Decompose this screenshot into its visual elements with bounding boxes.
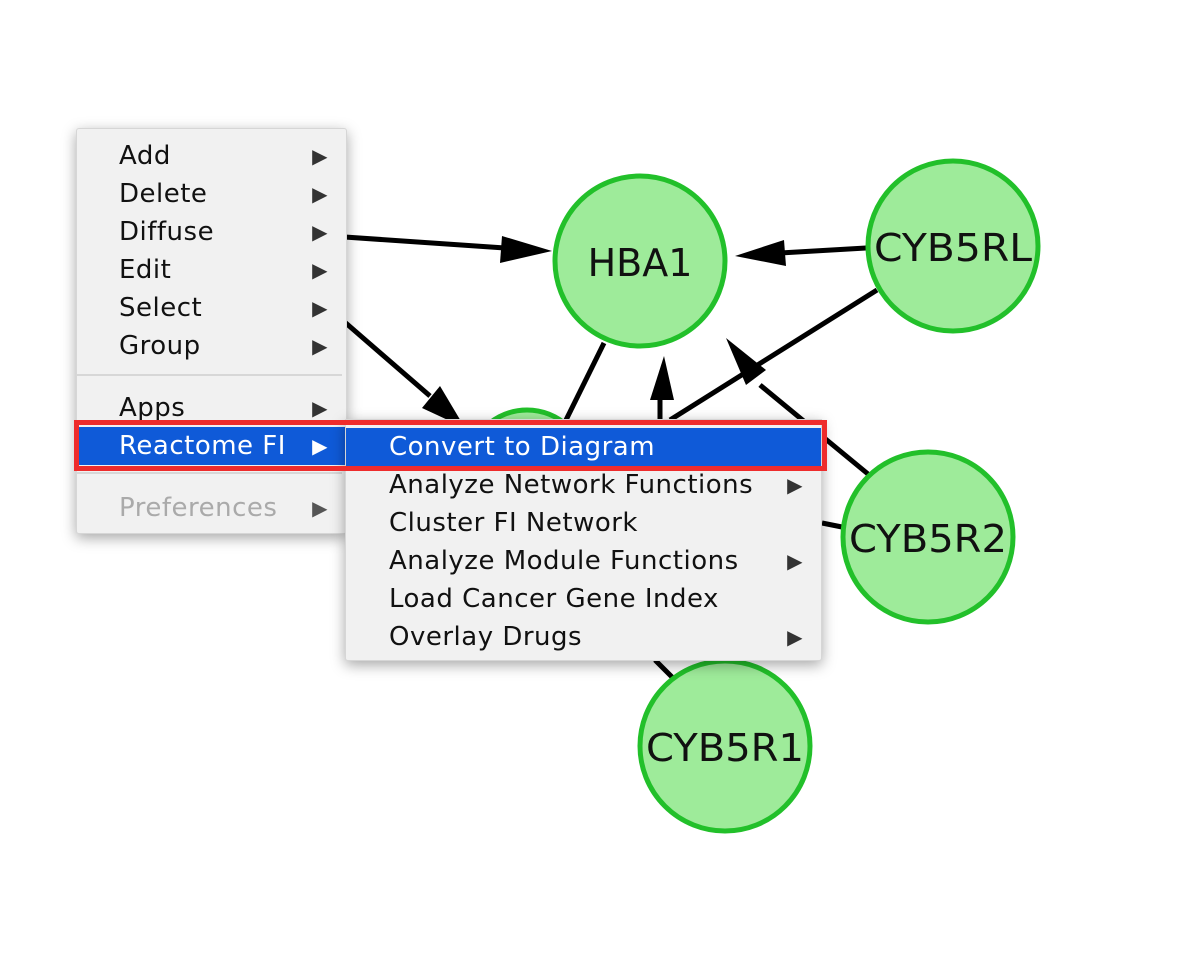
menu-item-label: Edit: [119, 255, 172, 285]
edge-arrowhead: [422, 386, 465, 428]
edge-arrowhead: [650, 356, 674, 400]
node-label: CYB5R1: [646, 726, 804, 770]
node-hba1[interactable]: HBA1: [552, 173, 728, 349]
submenu-arrow-icon: ▶: [312, 258, 328, 282]
node-cyb5r2[interactable]: CYB5R2: [840, 449, 1016, 625]
menu-item-analyze-module-functions[interactable]: Analyze Module Functions ▶: [346, 542, 821, 580]
submenu-arrow-icon: ▶: [312, 434, 328, 458]
edge-cyb5r2-center[interactable]: [821, 520, 843, 530]
menu-item-label: Group: [119, 331, 201, 361]
edge-cyb5rl-center[interactable]: [668, 287, 879, 423]
node-label: CYB5R2: [849, 517, 1007, 561]
menu-item-label: Overlay Drugs: [389, 622, 583, 652]
edge-cyb5r3-center[interactable]: [338, 316, 432, 398]
menu-item-label: Delete: [119, 179, 208, 209]
menu-separator: [77, 472, 342, 474]
submenu-arrow-icon: ▶: [312, 334, 328, 358]
submenu-arrow-icon: ▶: [787, 473, 803, 497]
submenu-arrow-icon: ▶: [787, 549, 803, 573]
menu-item-edit[interactable]: Edit ▶: [77, 251, 346, 289]
menu-item-cluster-fi-network[interactable]: Cluster FI Network: [346, 504, 821, 542]
node-label: CYB5RL: [874, 226, 1032, 270]
menu-item-label: Cluster FI Network: [389, 508, 638, 538]
menu-item-analyze-network-functions[interactable]: Analyze Network Functions ▶: [346, 466, 821, 504]
edge-arrowhead: [500, 236, 552, 263]
menu-item-select[interactable]: Select ▶: [77, 289, 346, 327]
menu-item-group[interactable]: Group ▶: [77, 327, 346, 365]
menu-item-label: Analyze Network Functions: [389, 470, 754, 500]
menu-item-delete[interactable]: Delete ▶: [77, 175, 346, 213]
menu-item-preferences[interactable]: Preferences ▶: [77, 489, 346, 527]
menu-item-label: Load Cancer Gene Index: [389, 584, 719, 614]
submenu-arrow-icon: ▶: [312, 182, 328, 206]
menu-item-label: Diffuse: [119, 217, 215, 247]
submenu-arrow-icon: ▶: [312, 296, 328, 320]
edge-hba1-center[interactable]: [563, 341, 607, 422]
menu-item-add[interactable]: Add ▶: [77, 137, 346, 175]
menu-separator: [77, 374, 342, 376]
node-circle: [840, 449, 1016, 625]
menu-item-label: Add: [119, 141, 171, 171]
menu-item-label: Analyze Module Functions: [389, 546, 739, 576]
context-menu: Add ▶ Delete ▶ Diffuse ▶ Edit ▶ Select ▶…: [76, 128, 347, 534]
edge-arrowhead: [726, 338, 766, 385]
node-circle: [637, 658, 813, 834]
menu-item-convert-to-diagram[interactable]: Convert to Diagram: [346, 428, 821, 466]
submenu-arrow-icon: ▶: [312, 220, 328, 244]
node-label: HBA1: [588, 241, 693, 285]
edge-cyb5rl-hba1[interactable]: [779, 245, 867, 256]
menu-item-apps[interactable]: Apps ▶: [77, 389, 346, 427]
node-cyb5r1[interactable]: CYB5R1: [637, 658, 813, 834]
submenu-arrow-icon: ▶: [312, 496, 328, 520]
submenu-arrow-icon: ▶: [312, 144, 328, 168]
edge-arrowhead: [735, 240, 786, 266]
menu-item-load-cancer-gene-index[interactable]: Load Cancer Gene Index: [346, 580, 821, 618]
menu-item-label: Reactome FI: [119, 431, 286, 461]
menu-item-overlay-drugs[interactable]: Overlay Drugs ▶: [346, 618, 821, 656]
menu-item-label: Apps: [119, 393, 186, 423]
menu-item-label: Select: [119, 293, 203, 323]
edge-cyb5r3-hba1[interactable]: [329, 233, 506, 251]
menu-item-label: Preferences: [119, 493, 278, 523]
node-cyb5rl[interactable]: CYB5RL: [865, 158, 1041, 334]
node-circle: [865, 158, 1041, 334]
menu-item-label: Convert to Diagram: [389, 432, 656, 462]
menu-item-reactome-fi[interactable]: Reactome FI ▶: [77, 427, 346, 465]
reactome-fi-submenu: Convert to Diagram Analyze Network Funct…: [345, 419, 822, 661]
submenu-arrow-icon: ▶: [312, 396, 328, 420]
node-circle: [552, 173, 728, 349]
submenu-arrow-icon: ▶: [787, 625, 803, 649]
menu-item-diffuse[interactable]: Diffuse ▶: [77, 213, 346, 251]
